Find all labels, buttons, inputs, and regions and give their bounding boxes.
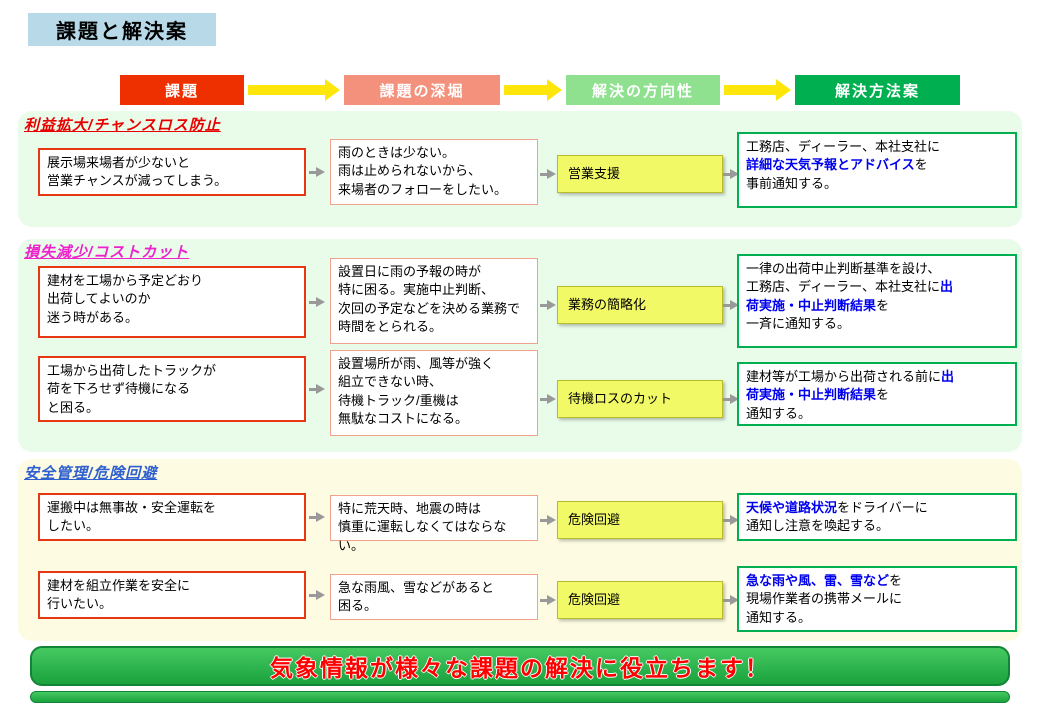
deep-dive-box: 特に荒天時、地震の時は 慎重に運転しなくてはならない。 [330,495,538,553]
arrow-right-icon [540,514,556,526]
direction-box: 危険回避 [557,581,723,619]
arrow-right-icon [723,393,739,405]
direction-box: 営業支援 [557,155,723,193]
arrow-stem [504,85,547,95]
arrow-head [547,79,562,101]
arrow-right-icon [309,166,325,178]
issue-box: 建材を組立作業を安全に 行いたい。 [38,571,306,619]
arrow-stem [724,85,776,95]
deep-dive-box: 設置場所が雨、風等が強く 組立できない時、 待機トラック/重機は 無駄なコストに… [330,350,538,436]
direction-box: 待機ロスのカット [557,380,723,418]
arrow-right-icon [723,514,739,526]
arrow-head [776,79,791,101]
arrow-right-icon [309,511,325,523]
solution-box: 工務店、ディーラー、本社支社に 詳細な天気予報とアドバイスを 事前通知する。 [737,132,1017,208]
flow-arrow-icon [724,79,791,101]
flow-arrow-icon [504,79,562,101]
arrow-right-icon [723,168,739,180]
deep-dive-box: 雨のときは少ない。 雨は止められないから、 来場者のフォローをしたい。 [330,139,538,205]
arrow-right-icon [723,594,739,606]
flow-header-issue: 課題 [120,75,244,105]
banner-text: 気象情報が様々な課題の解決に役立ちます！ [270,655,770,681]
solution-box: 建材等が工場から出荷される前に出 荷実施・中止判断結果を 通知する。 [737,362,1017,426]
arrow-right-icon [723,299,739,311]
direction-box: 業務の簡略化 [557,286,723,324]
bottom-banner: 気象情報が様々な課題の解決に役立ちます！ [30,646,1010,686]
arrow-right-icon [309,383,325,395]
arrow-head [325,79,340,101]
issue-box: 工場から出荷したトラックが 荷を下ろせず待機になる と困る。 [38,356,306,422]
solution-box: 天候や道路状況をドライバーに 通知し注意を喚起する。 [737,493,1017,541]
arrow-stem [248,85,325,95]
page-title: 課題と解決案 [28,13,216,46]
direction-box: 危険回避 [557,501,723,539]
banner-bottom-bar [30,691,1010,703]
arrow-right-icon [309,296,325,308]
deep-dive-box: 設置日に雨の予報の時が 特に困る。実施中止判断、 次回の予定などを決める業務で … [330,258,538,344]
issue-box: 展示場来場者が少ないと 営業チャンスが減ってしまう。 [38,148,306,196]
flow-arrow-icon [248,79,340,101]
section-loss-heading: 損失減少/コストカット [24,244,190,261]
flow-header-direction: 解決の方向性 [566,75,720,105]
solution-box: 急な雨や風、雷、雪などを 現場作業者の携帯メールに 通知する。 [737,566,1017,632]
solution-box: 一律の出荷中止判断基準を設け、 工務店、ディーラー、本社支社に出 荷実施・中止判… [737,254,1017,348]
flow-header-deep-dive: 課題の深堀 [344,75,500,105]
arrow-right-icon [540,168,556,180]
section-profit-heading: 利益拡大/チャンスロス防止 [24,117,221,134]
arrow-right-icon [540,393,556,405]
section-safety-heading: 安全管理/危険回避 [24,465,158,482]
arrow-right-icon [540,299,556,311]
flow-header-solution: 解決方法案 [795,75,960,105]
issue-box: 建材を工場から予定どおり 出荷してよいのか 迷う時がある。 [38,266,306,338]
arrow-right-icon [309,589,325,601]
arrow-right-icon [540,594,556,606]
issue-box: 運搬中は無事故・安全運転を したい。 [38,493,306,541]
deep-dive-box: 急な雨風、雪などがあると 困る。 [330,574,538,620]
